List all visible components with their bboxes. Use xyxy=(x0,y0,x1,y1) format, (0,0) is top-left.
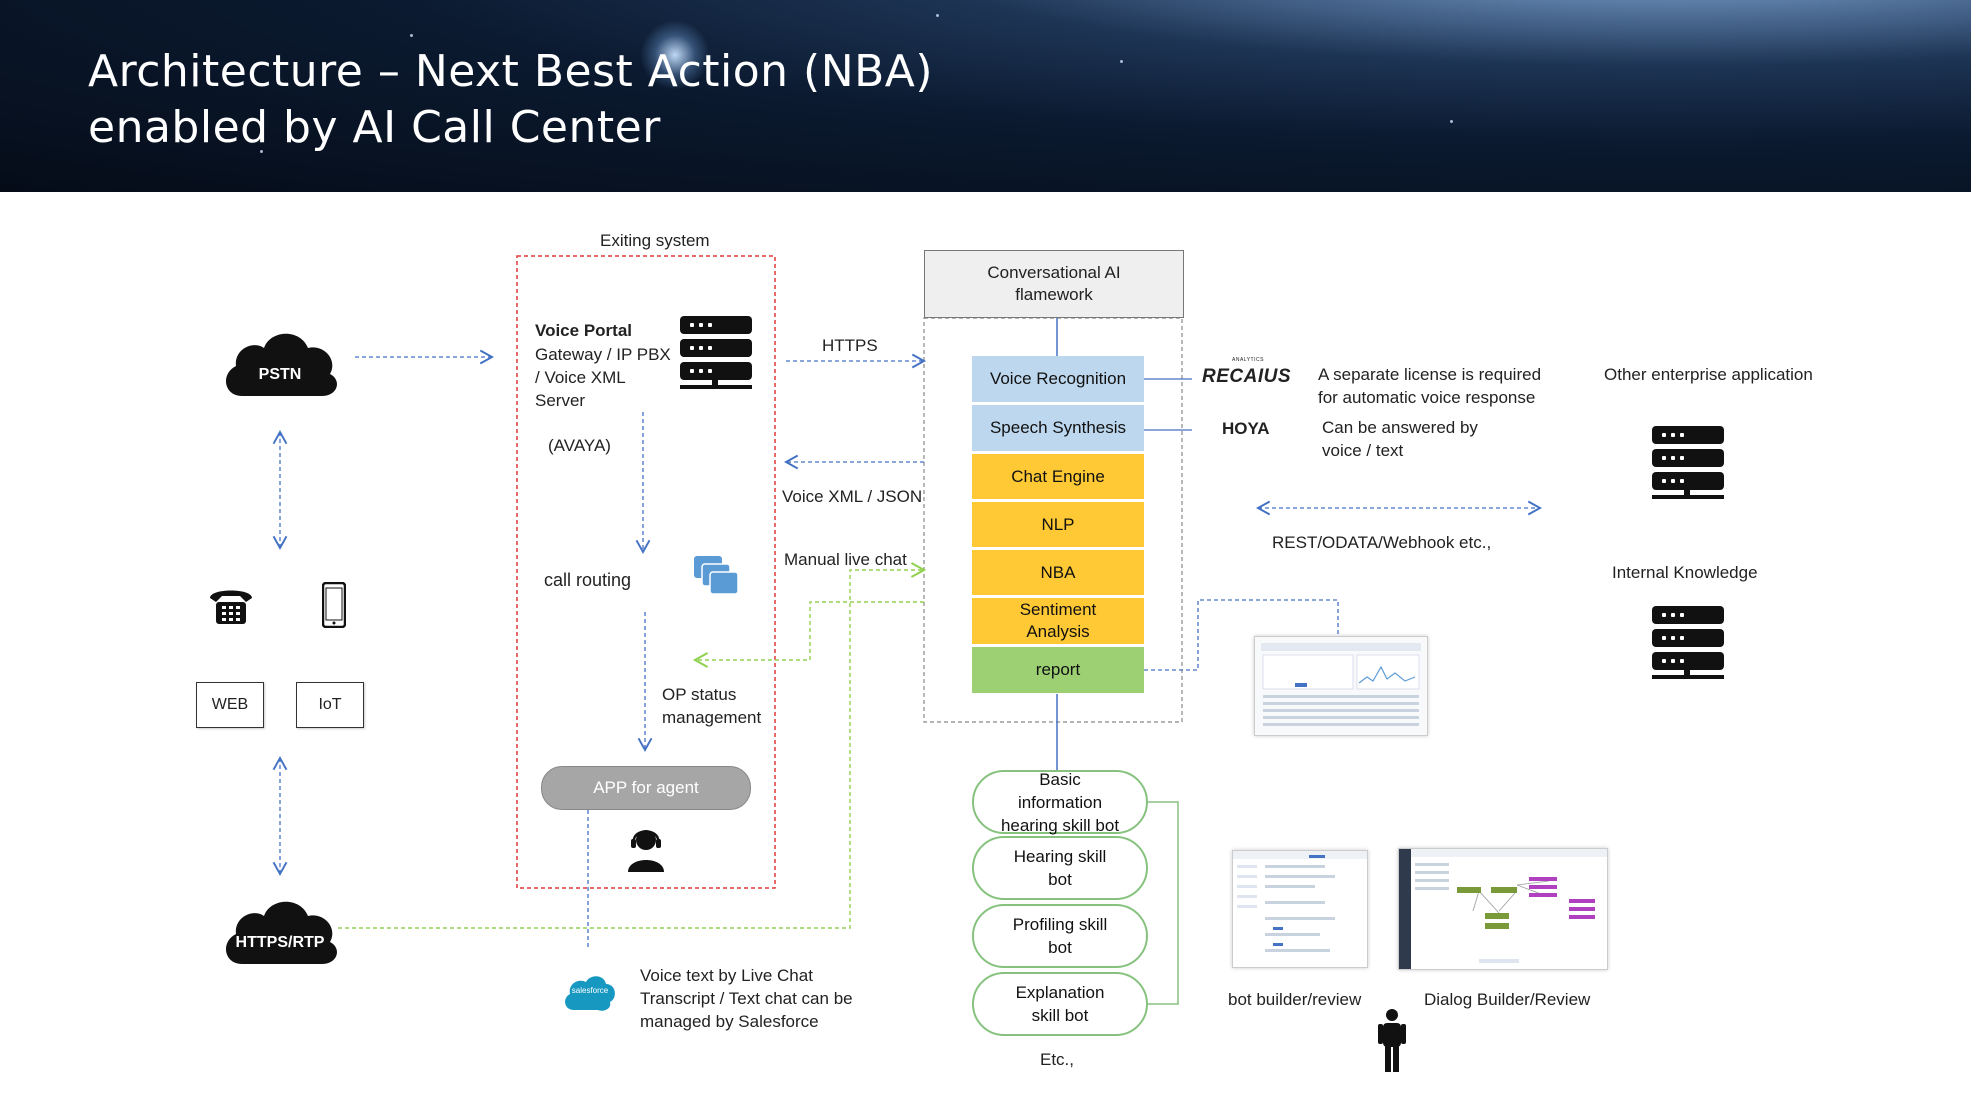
iot-box: IoT xyxy=(296,682,364,728)
salesforce-note: Voice text by Live Chat Transcript / Tex… xyxy=(640,966,853,1031)
voice-portal-desc: Gateway / IP PBX / Voice XML Server xyxy=(535,345,671,410)
existing-system-box xyxy=(516,255,776,889)
star xyxy=(1120,60,1123,63)
knowledge-server-icon xyxy=(1652,606,1724,679)
https-rtp-cloud: HTTPS/RTP xyxy=(220,894,340,966)
voice-xml-label: Voice XML / JSON xyxy=(782,487,923,506)
profiling-skill-bot-label: Profiling skill bot xyxy=(1012,915,1108,957)
existing-system-label: Exiting system xyxy=(600,231,710,250)
hoya-note: Can be answered by voice / text xyxy=(1322,418,1478,460)
basic-info-skill-bot: Basic information hearing skill bot xyxy=(972,769,1148,835)
voice-portal-server-icon xyxy=(680,316,752,389)
recaius-sup-label: ANALYTICS xyxy=(1232,357,1264,363)
telephone-icon xyxy=(206,586,256,631)
dialog-builder-thumbnail xyxy=(1398,848,1608,970)
star xyxy=(936,14,939,17)
bot-builder-label: bot builder/review xyxy=(1228,990,1362,1009)
sentiment-analysis-box: Sentiment Analysis xyxy=(972,598,1144,644)
voice-portal-title: Voice Portal xyxy=(535,321,632,340)
explanation-skill-bot: Explanation skill bot xyxy=(972,972,1148,1036)
etc-label: Etc., xyxy=(1040,1050,1075,1069)
speech-synthesis-label: Speech Synthesis xyxy=(989,418,1127,437)
nba-label: NBA xyxy=(1040,562,1076,582)
hoya-label: HOYA xyxy=(1222,419,1270,438)
report-box: report xyxy=(972,647,1144,693)
recaius-logo: RECAIUS ANALYTICS xyxy=(1202,357,1292,388)
agent-headset-icon xyxy=(626,826,666,877)
star xyxy=(260,150,263,153)
hearing-skill-bot: Hearing skill bot xyxy=(972,836,1148,900)
pstn-cloud: PSTN xyxy=(220,326,340,398)
basic-info-skill-bot-label: Basic information hearing skill bot xyxy=(1000,769,1120,835)
header-banner: Architecture – Next Best Action (NBA) en… xyxy=(0,0,1971,192)
voice-portal-vendor: (AVAYA) xyxy=(548,436,611,455)
salesforce-logo-label: salesforce xyxy=(571,986,609,995)
web-label: WEB xyxy=(211,696,249,713)
https-label: HTTPS xyxy=(822,336,878,355)
profiling-skill-bot: Profiling skill bot xyxy=(972,904,1148,968)
sentiment-analysis-label: Sentiment Analysis xyxy=(1019,600,1097,641)
nba-box: NBA xyxy=(972,550,1144,595)
person-icon xyxy=(1376,1008,1408,1077)
report-dashboard-thumbnail xyxy=(1254,636,1428,736)
speech-synthesis-box: Speech Synthesis xyxy=(972,405,1144,451)
app-for-agent-label: APP for agent xyxy=(593,778,699,797)
app-for-agent-button[interactable]: APP for agent xyxy=(541,766,751,810)
salesforce-logo: salesforce xyxy=(562,972,618,1012)
nlp-box: NLP xyxy=(972,502,1144,547)
explanation-skill-bot-label: Explanation skill bot xyxy=(1015,983,1105,1025)
framework-header: Conversational AI flamework xyxy=(924,250,1184,318)
bot-builder-thumbnail xyxy=(1232,850,1368,968)
chat-windows-icon xyxy=(692,554,742,601)
chat-engine-label: Chat Engine xyxy=(1011,466,1105,486)
iot-label: IoT xyxy=(318,696,342,713)
enterprise-server-icon xyxy=(1652,426,1724,499)
star xyxy=(410,34,413,37)
planet-glow xyxy=(640,20,710,90)
page-title: Architecture – Next Best Action (NBA) en… xyxy=(88,46,934,153)
voice-recognition-box: Voice Recognition xyxy=(972,356,1144,402)
nlp-label: NLP xyxy=(1041,514,1075,534)
op-status-label: OP status management xyxy=(662,685,762,727)
web-box: WEB xyxy=(196,682,264,728)
https-rtp-label: HTTPS/RTP xyxy=(235,934,325,951)
report-label: report xyxy=(1035,660,1081,679)
dialog-builder-label: Dialog Builder/Review xyxy=(1424,990,1591,1009)
other-enterprise-label: Other enterprise application xyxy=(1604,365,1813,384)
mobile-phone-icon xyxy=(321,581,347,633)
call-routing-label: call routing xyxy=(544,570,632,590)
chat-engine-box: Chat Engine xyxy=(972,454,1144,499)
pstn-label: PSTN xyxy=(258,366,302,383)
star xyxy=(1450,120,1453,123)
hearing-skill-bot-label: Hearing skill bot xyxy=(1013,847,1107,889)
voice-recognition-label: Voice Recognition xyxy=(989,369,1127,388)
manual-live-chat-label: Manual live chat xyxy=(784,550,907,569)
framework-header-label: Conversational AI flamework xyxy=(987,263,1121,304)
internal-knowledge-label: Internal Knowledge xyxy=(1612,563,1758,582)
rest-label: REST/ODATA/Webhook etc., xyxy=(1272,533,1492,552)
recaius-label: RECAIUS xyxy=(1202,366,1292,387)
framework-box xyxy=(923,317,1183,723)
recaius-note: A separate license is required for autom… xyxy=(1318,365,1542,407)
